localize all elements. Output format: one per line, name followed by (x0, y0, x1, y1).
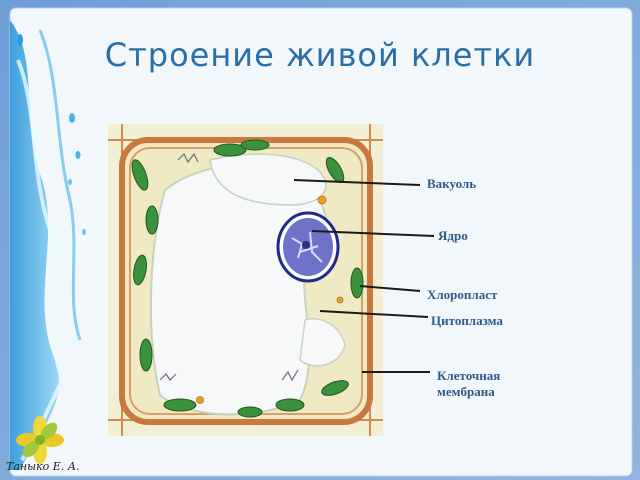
label-leader-lines (293, 179, 435, 373)
label-vacuole: Вакуоль (427, 176, 477, 191)
flower-icon (16, 416, 64, 464)
nucleus (276, 211, 340, 283)
label-nucleus: Ядро (438, 228, 468, 243)
slide-title: Строение живой клетки (104, 36, 536, 74)
chloroplasts (131, 139, 364, 418)
label-membrane-line2: мембрана (437, 384, 495, 399)
label-membrane: Клеточная мембрана (437, 368, 500, 400)
water-splash-decoration (10, 20, 86, 470)
plant-cell-diagram (108, 124, 383, 436)
label-cytoplasm: Цитоплазма (431, 313, 503, 328)
label-membrane-line1: Клеточная (437, 368, 501, 383)
label-chloroplast: Хлоропласт (427, 287, 498, 302)
author-signature: Tаныко Е. А. (6, 460, 80, 473)
